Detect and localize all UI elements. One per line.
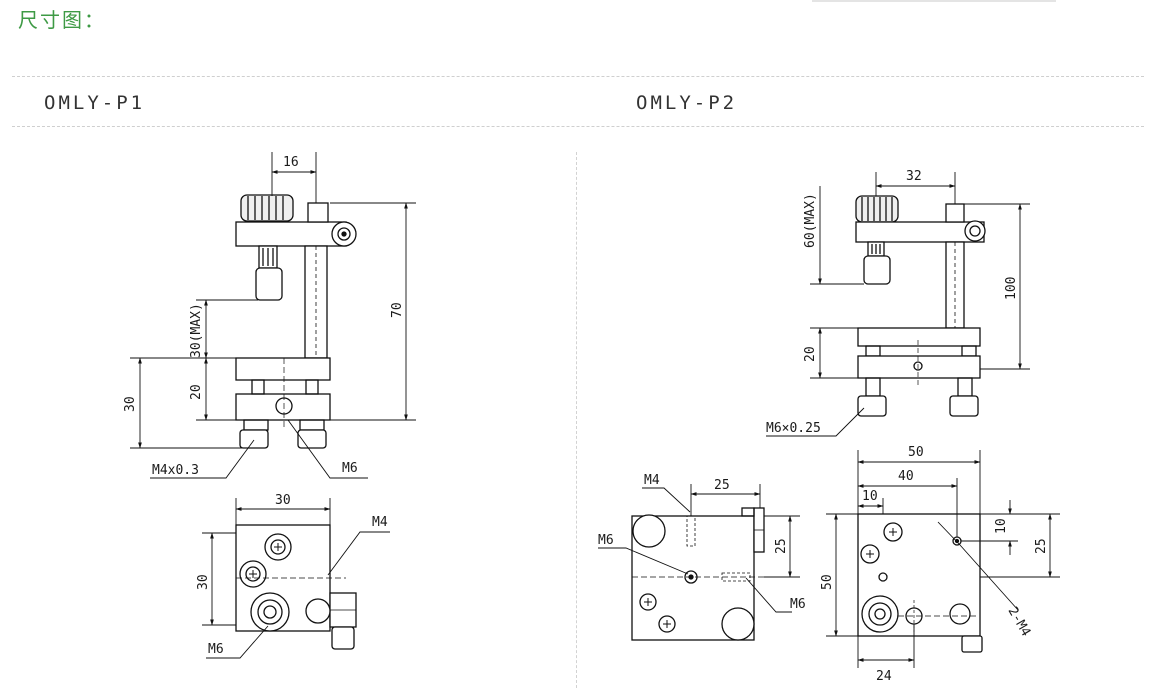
dim-p2-right-height-side: 25 bbox=[1034, 538, 1049, 554]
p2-knob bbox=[855, 195, 899, 223]
p1-top-block bbox=[307, 202, 329, 223]
dim-p2-right-height: 50 bbox=[820, 574, 835, 590]
p1-top-labels: 30 30 M4 M6 bbox=[196, 493, 388, 657]
p1-screw-tip bbox=[255, 267, 283, 301]
dim-p2-left-hole-large: M6 bbox=[598, 533, 614, 548]
dim-p1-screw-right: M6 bbox=[342, 461, 358, 476]
dim-p2-right-width-inner: 40 bbox=[898, 469, 914, 484]
p2-left-dimensions bbox=[598, 484, 800, 613]
dim-p1-total-height: 70 bbox=[390, 302, 405, 318]
dim-p2-hole-pattern: 2-M4 bbox=[1005, 605, 1034, 640]
p1-stage bbox=[235, 357, 331, 381]
dim-p1-hole-small: M4 bbox=[372, 515, 388, 530]
p1-side-dimensions bbox=[130, 152, 416, 479]
p2-left-labels: M4 25 25 M6 M6 bbox=[598, 473, 806, 612]
dim-p2-top-width: 32 bbox=[906, 169, 922, 184]
dim-p2-base-height: 20 bbox=[803, 346, 818, 362]
top-decoration bbox=[812, 0, 1056, 2]
p2-side-view bbox=[855, 195, 986, 417]
dim-p2-right-top: 10 bbox=[994, 518, 1009, 534]
dim-p2-screw: M6×0.25 bbox=[766, 421, 821, 436]
p2-right-dimensions bbox=[826, 450, 1060, 668]
dim-p2-right-width: 50 bbox=[908, 445, 924, 460]
model-label-p1: OMLY-P1 bbox=[44, 92, 146, 114]
dim-p2-total-height: 100 bbox=[1004, 277, 1019, 300]
model-label-p2: OMLY-P2 bbox=[636, 92, 738, 114]
divider-top bbox=[12, 76, 1144, 77]
dim-p1-screw-left: M4x0.3 bbox=[152, 463, 199, 478]
p1-top-view bbox=[235, 524, 357, 650]
p1-side-labels: 16 70 30(MAX) 20 30 M4x0.3 M6 bbox=[123, 155, 405, 478]
page-title: 尺寸图： bbox=[18, 8, 106, 32]
p2-left-view bbox=[631, 507, 770, 641]
dim-p1-travel: 30(MAX) bbox=[189, 303, 204, 358]
p1-knob bbox=[240, 194, 294, 222]
dim-p2-right-left-offset: 10 bbox=[862, 489, 878, 504]
p2-side-labels: 32 60(MAX) 100 20 M6×0.25 bbox=[766, 169, 1019, 436]
dim-p2-left-height: 25 bbox=[774, 538, 789, 554]
dim-p2-left-hole-small: M4 bbox=[644, 473, 660, 488]
p2-side-dimensions bbox=[766, 172, 1030, 437]
divider-header bbox=[12, 126, 1144, 127]
dim-p1-top-width: 16 bbox=[283, 155, 299, 170]
p1-side-screw bbox=[331, 221, 357, 247]
p2-right-view bbox=[857, 513, 983, 653]
dim-p2-bottom-offset: 24 bbox=[876, 669, 892, 684]
dim-p2-left-hole-side: M6 bbox=[790, 597, 806, 612]
dim-p1-hole-large: M6 bbox=[208, 642, 224, 657]
dim-p1-top-view-width: 30 bbox=[275, 493, 291, 508]
dim-p1-top-view-height: 30 bbox=[196, 574, 211, 590]
dim-p2-travel: 60(MAX) bbox=[803, 193, 818, 248]
p1-side-view bbox=[235, 194, 357, 449]
dim-p1-mount-height: 30 bbox=[123, 396, 138, 412]
divider-vertical bbox=[576, 152, 577, 688]
dim-p1-base-height: 20 bbox=[189, 384, 204, 400]
dim-p2-left-offset: 25 bbox=[714, 478, 730, 493]
p1-top-dimensions bbox=[202, 498, 390, 659]
p1-top-arm bbox=[235, 221, 347, 247]
